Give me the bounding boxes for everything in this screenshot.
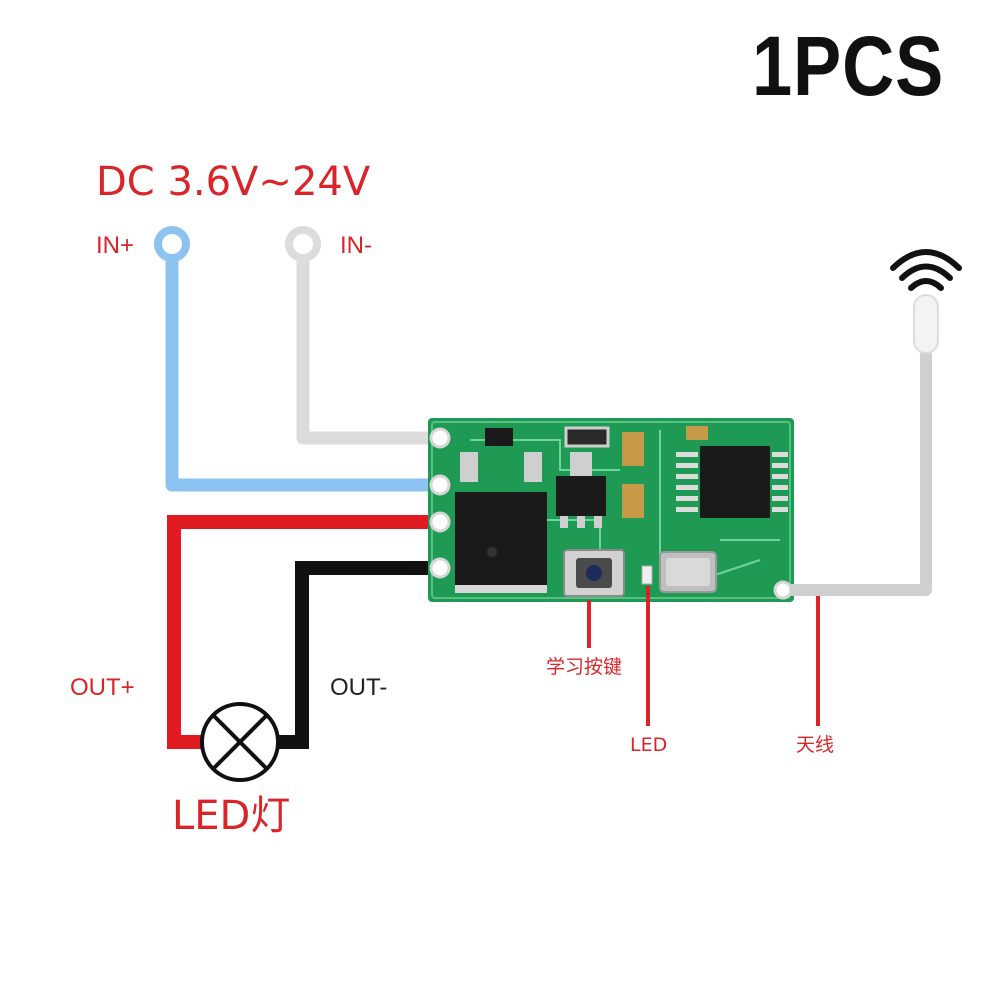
- terminal-pads: [429, 427, 451, 579]
- out-minus-wire: [276, 561, 442, 749]
- learn-button-label: 学习按键: [546, 656, 623, 678]
- power-mosfet: [455, 452, 547, 593]
- supply-voltage-label: DC 3.6V~24V: [96, 159, 371, 205]
- lamp-icon: [200, 702, 280, 782]
- in-plus-label: IN+: [96, 232, 135, 259]
- capacitors: [622, 426, 708, 518]
- wireless-signal-icon: [890, 249, 962, 291]
- learn-button-component: [563, 549, 625, 597]
- antenna-label: 天线: [796, 734, 835, 756]
- led-label: LED: [630, 734, 668, 756]
- quantity-label: 1PCS: [752, 19, 945, 113]
- crystal-oscillator: [659, 551, 717, 593]
- out-plus-wire: [167, 515, 442, 749]
- in-plus-wire: [154, 226, 442, 492]
- led-component: [641, 565, 653, 585]
- resistor: [564, 426, 610, 448]
- voltage-regulator: [556, 452, 606, 528]
- small-transistor: [485, 428, 513, 446]
- lamp-label: LED灯: [172, 793, 291, 839]
- out-plus-label: OUT+: [70, 674, 135, 701]
- antenna-wire: [790, 294, 939, 596]
- antenna-pad: [773, 580, 793, 600]
- decoder-ic: [676, 446, 788, 518]
- pcb-module: [428, 418, 794, 602]
- out-minus-label: OUT-: [330, 674, 388, 701]
- in-minus-wire: [285, 226, 442, 445]
- in-minus-label: IN-: [340, 232, 372, 259]
